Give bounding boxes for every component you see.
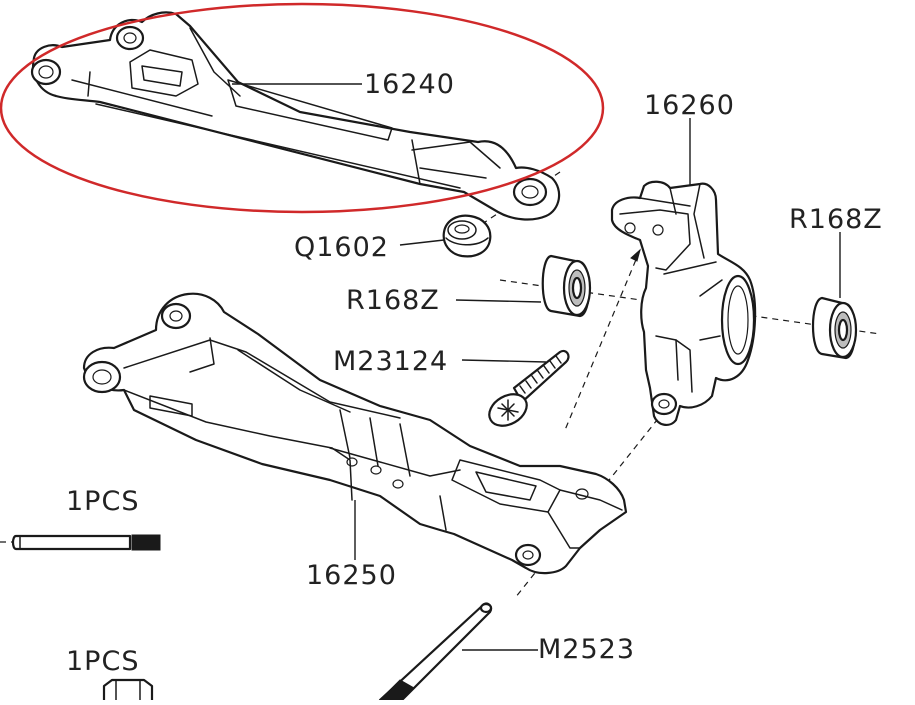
bearing-r168z-right xyxy=(812,296,858,360)
label-16250: 16250 xyxy=(306,560,397,591)
label-r168z-left: R168Z xyxy=(346,285,440,316)
leader-lines xyxy=(232,83,841,651)
label-q1602: Q1602 xyxy=(294,232,389,263)
pin-m2523 xyxy=(378,602,493,702)
lower-arm-16250 xyxy=(82,292,628,575)
label-m2523: M2523 xyxy=(538,634,635,665)
cap-1pcs xyxy=(102,678,154,702)
label-qty-bottom: 1PCS xyxy=(66,646,139,677)
screw-m23124 xyxy=(488,349,570,427)
axis-arrow-head xyxy=(630,248,641,262)
label-16260: 16260 xyxy=(644,90,735,121)
highlight-ellipse xyxy=(0,2,605,214)
knuckle-16260 xyxy=(610,180,757,426)
label-qty-pin: 1PCS xyxy=(66,486,139,517)
leader-m23124 xyxy=(461,359,547,363)
bearing-r168z-left xyxy=(541,254,592,318)
leader-q1602 xyxy=(399,239,445,246)
pin-1pcs xyxy=(11,534,161,551)
label-16240: 16240 xyxy=(364,69,455,100)
label-m23124: M23124 xyxy=(333,346,448,377)
leader-r168z-left xyxy=(455,299,542,303)
upper-arm-16240 xyxy=(30,11,561,221)
label-r168z-right: R168Z xyxy=(789,204,883,235)
part-labels: 16240 16260 R168Z Q1602 R168Z M23124 1PC… xyxy=(66,69,883,677)
ball-q1602 xyxy=(442,214,492,258)
